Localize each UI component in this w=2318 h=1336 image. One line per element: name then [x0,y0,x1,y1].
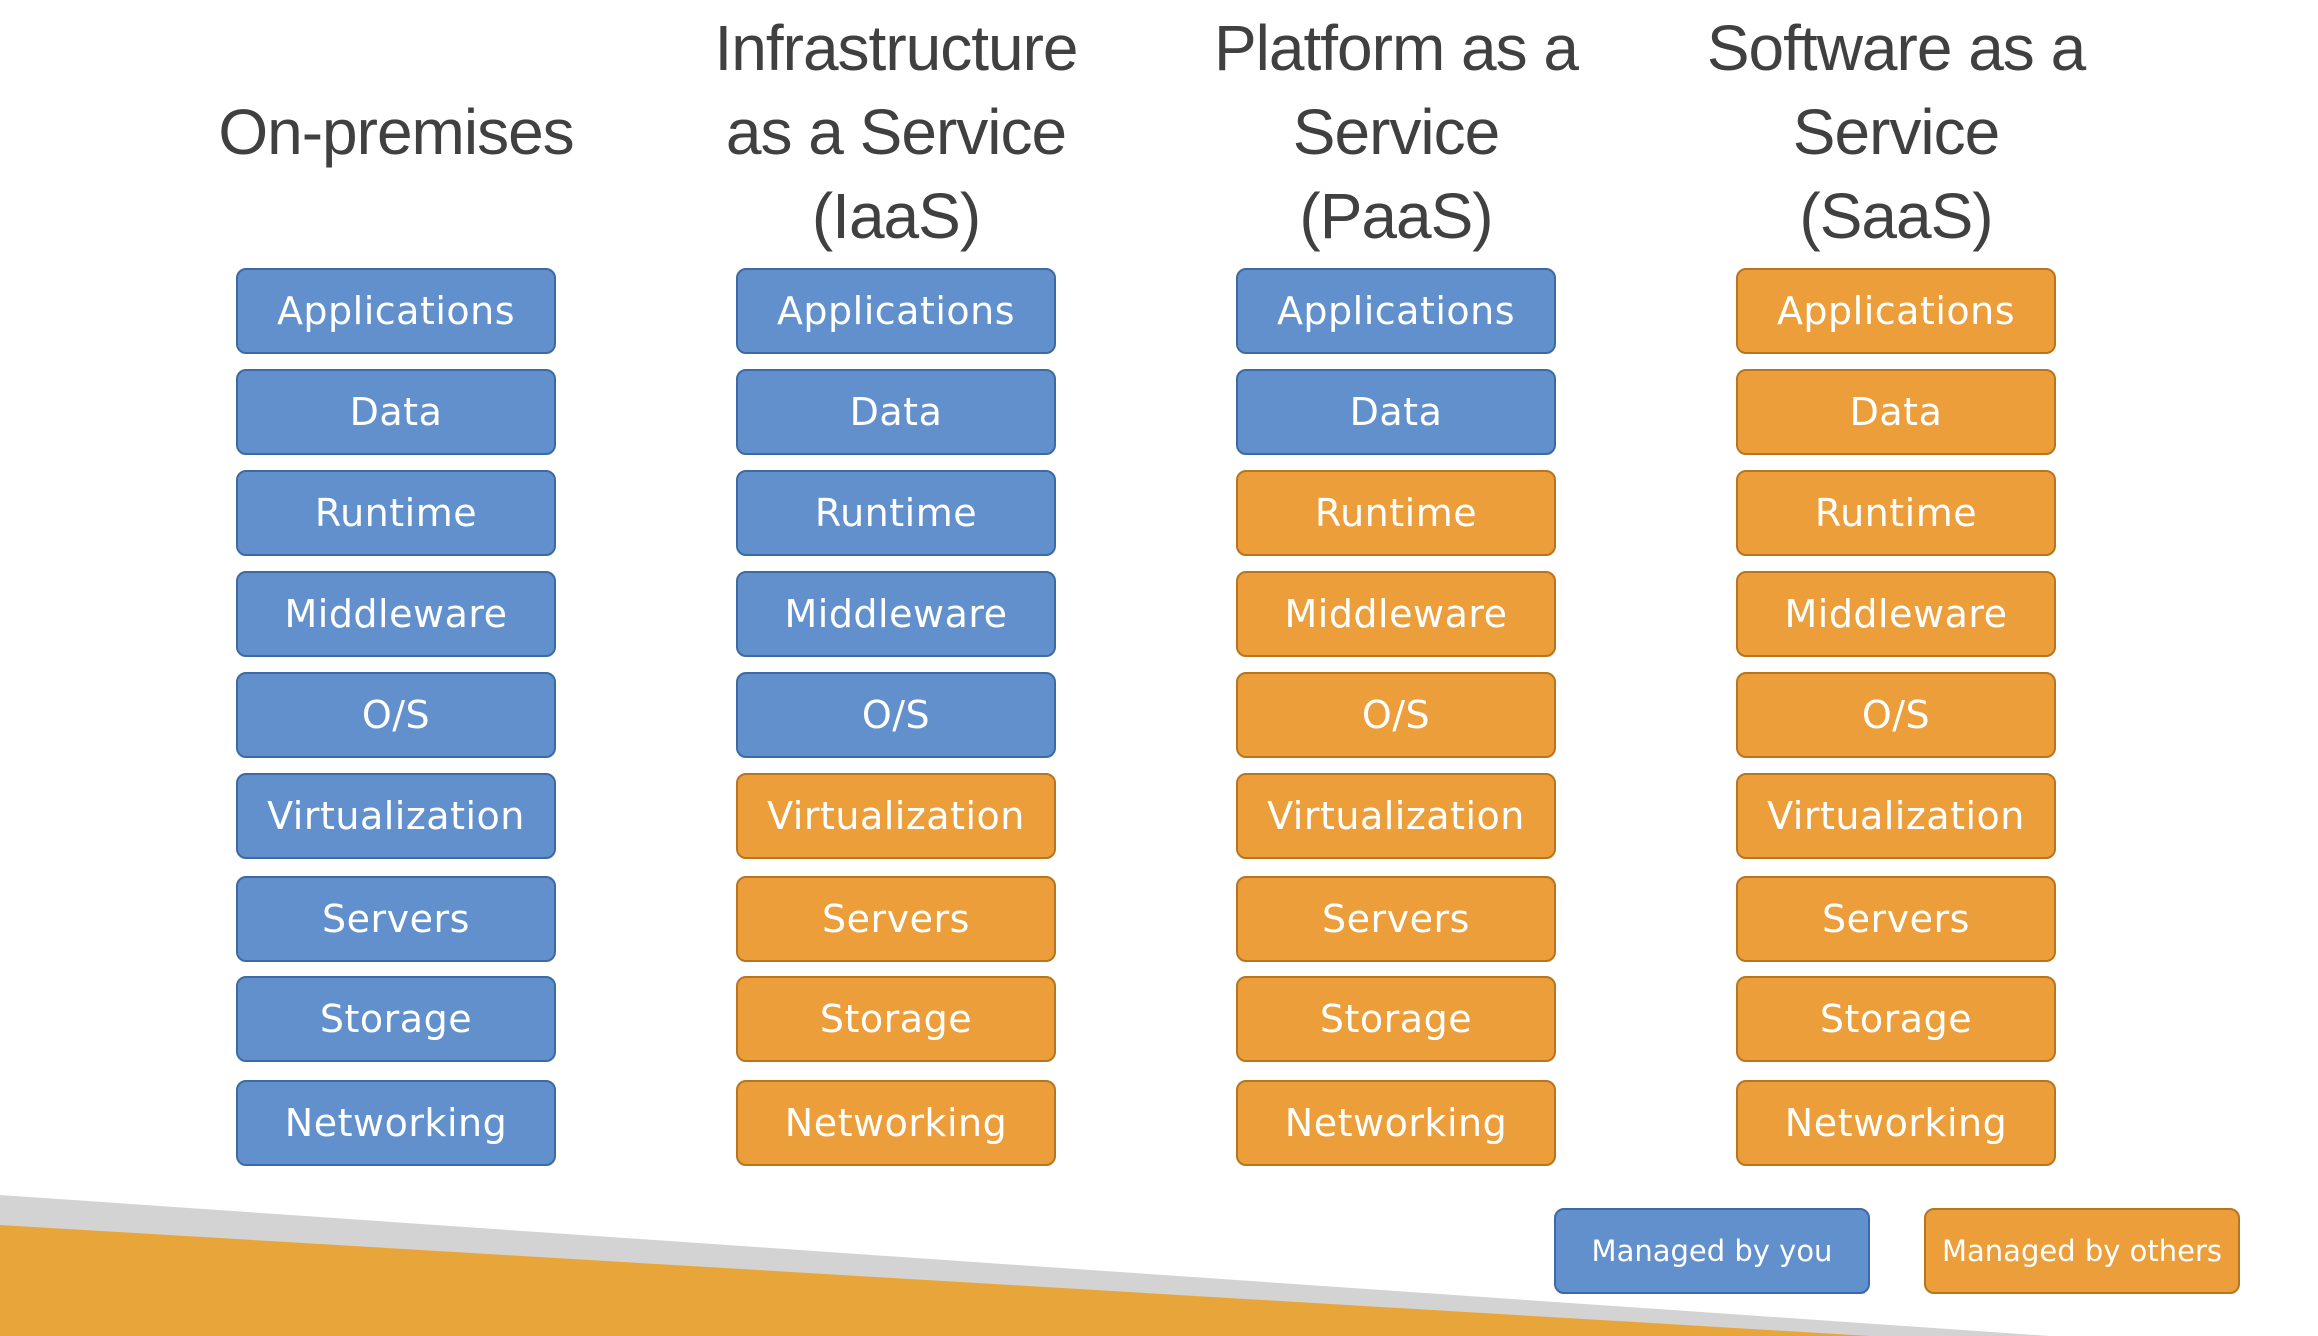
layer-data: Data [1236,369,1556,455]
layer-data: Data [736,369,1056,455]
column-title-line: (SaaS) [1799,180,1993,252]
layer-applications: Applications [1236,268,1556,354]
column-title: Software as a Service (SaaS) [1616,6,2176,258]
layer-os: O/S [1736,672,2056,758]
layer-virtualization: Virtualization [1736,773,2056,859]
column-title-line: (IaaS) [811,180,981,252]
layer-os: O/S [236,672,556,758]
orange-band [0,1225,1870,1336]
layer-applications: Applications [736,268,1056,354]
column-iaas: Infrastructure as a Service (IaaS) Appli… [714,0,1079,1180]
column-title: On-premises [116,90,676,174]
layer-runtime: Runtime [736,470,1056,556]
layer-middleware: Middleware [236,571,556,657]
layer-networking: Networking [1736,1080,2056,1166]
layer-os: O/S [1236,672,1556,758]
column-title: Platform as a Service (PaaS) [1116,6,1676,258]
layer-applications: Applications [236,268,556,354]
layer-runtime: Runtime [1736,470,2056,556]
layer-data: Data [1736,369,2056,455]
layer-os: O/S [736,672,1056,758]
layer-storage: Storage [736,976,1056,1062]
column-title-line: as a Service [725,96,1067,168]
column-title-line: Software as a [1706,12,2086,84]
layer-runtime: Runtime [236,470,556,556]
layer-networking: Networking [1236,1080,1556,1166]
layer-servers: Servers [1236,876,1556,962]
column-title-line: Service [1792,96,2000,168]
column-title-line: On-premises [218,96,574,168]
legend-managed-by-others: Managed by others [1924,1208,2240,1294]
column-title: Infrastructure as a Service (IaaS) [616,6,1176,258]
layer-middleware: Middleware [736,571,1056,657]
layer-data: Data [236,369,556,455]
layer-storage: Storage [1236,976,1556,1062]
column-title-line: Platform as a [1213,12,1579,84]
column-paas: Platform as a Service (PaaS) Application… [1214,0,1579,1180]
layer-storage: Storage [1736,976,2056,1062]
layer-middleware: Middleware [1236,571,1556,657]
column-title-line: Service [1292,96,1500,168]
layer-runtime: Runtime [1236,470,1556,556]
column-title-line: Infrastructure [714,12,1078,84]
layer-servers: Servers [236,876,556,962]
layer-networking: Networking [236,1080,556,1166]
layer-applications: Applications [1736,268,2056,354]
layer-virtualization: Virtualization [736,773,1056,859]
column-on-premises: On-premises Applications Data Runtime Mi… [218,0,575,1180]
layer-virtualization: Virtualization [236,773,556,859]
layer-servers: Servers [1736,876,2056,962]
layer-middleware: Middleware [1736,571,2056,657]
column-title-line: (PaaS) [1299,180,1493,252]
column-saas: Software as a Service (SaaS) Application… [1707,0,2086,1180]
layer-storage: Storage [236,976,556,1062]
layer-servers: Servers [736,876,1056,962]
layer-networking: Networking [736,1080,1056,1166]
legend-managed-by-you: Managed by you [1554,1208,1870,1294]
layer-virtualization: Virtualization [1236,773,1556,859]
